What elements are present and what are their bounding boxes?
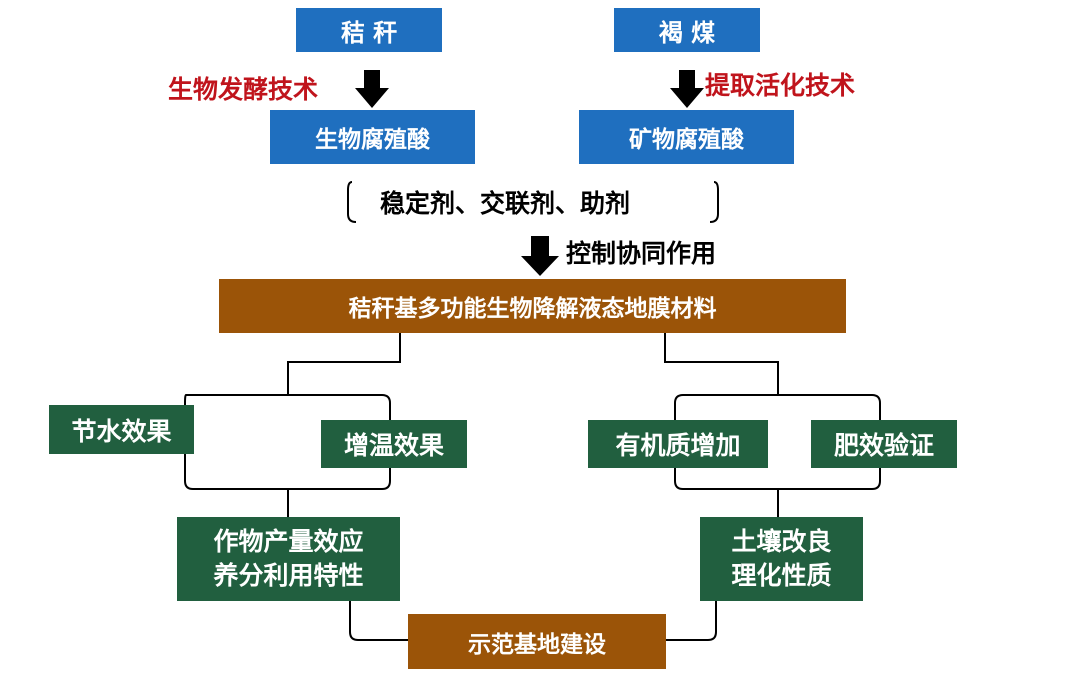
crop-outcome-line1: 作物产量效应	[213, 527, 364, 556]
crop-outcome-line2: 养分利用特性	[213, 561, 364, 590]
organic-matter-box: 有机质增加	[588, 420, 768, 468]
down-arrow-icon	[670, 70, 704, 108]
bio-humic-acid-box: 生物腐殖酸	[270, 110, 475, 164]
mineral-humic-acid-box: 矿物腐殖酸	[579, 110, 794, 164]
straw-box: 秸 秆	[296, 8, 442, 52]
down-arrow-icon	[521, 236, 559, 276]
extraction-activation-label: 提取活化技术	[705, 71, 856, 100]
crop-outcome-box: 作物产量效应 养分利用特性	[177, 517, 400, 601]
additives-label: 稳定剂、交联剂、助剂	[380, 189, 631, 218]
fertilizer-box: 肥效验证	[811, 420, 957, 468]
control-synergy-label: 控制协同作用	[566, 239, 717, 268]
soil-outcome-line1: 土壤改良	[731, 527, 832, 556]
product-box: 秸秆基多功能生物降解液态地膜材料	[219, 279, 846, 333]
down-arrow-icon	[355, 70, 389, 108]
bio-fermentation-label: 生物发酵技术	[168, 75, 319, 104]
demo-base-box: 示范基地建设	[408, 614, 666, 669]
soil-outcome-box: 土壤改良 理化性质	[700, 517, 863, 601]
soil-outcome-line2: 理化性质	[731, 561, 832, 590]
water-saving-box: 节水效果	[49, 405, 194, 454]
warming-box: 增温效果	[321, 420, 467, 468]
lignite-box: 褐 煤	[614, 8, 760, 52]
